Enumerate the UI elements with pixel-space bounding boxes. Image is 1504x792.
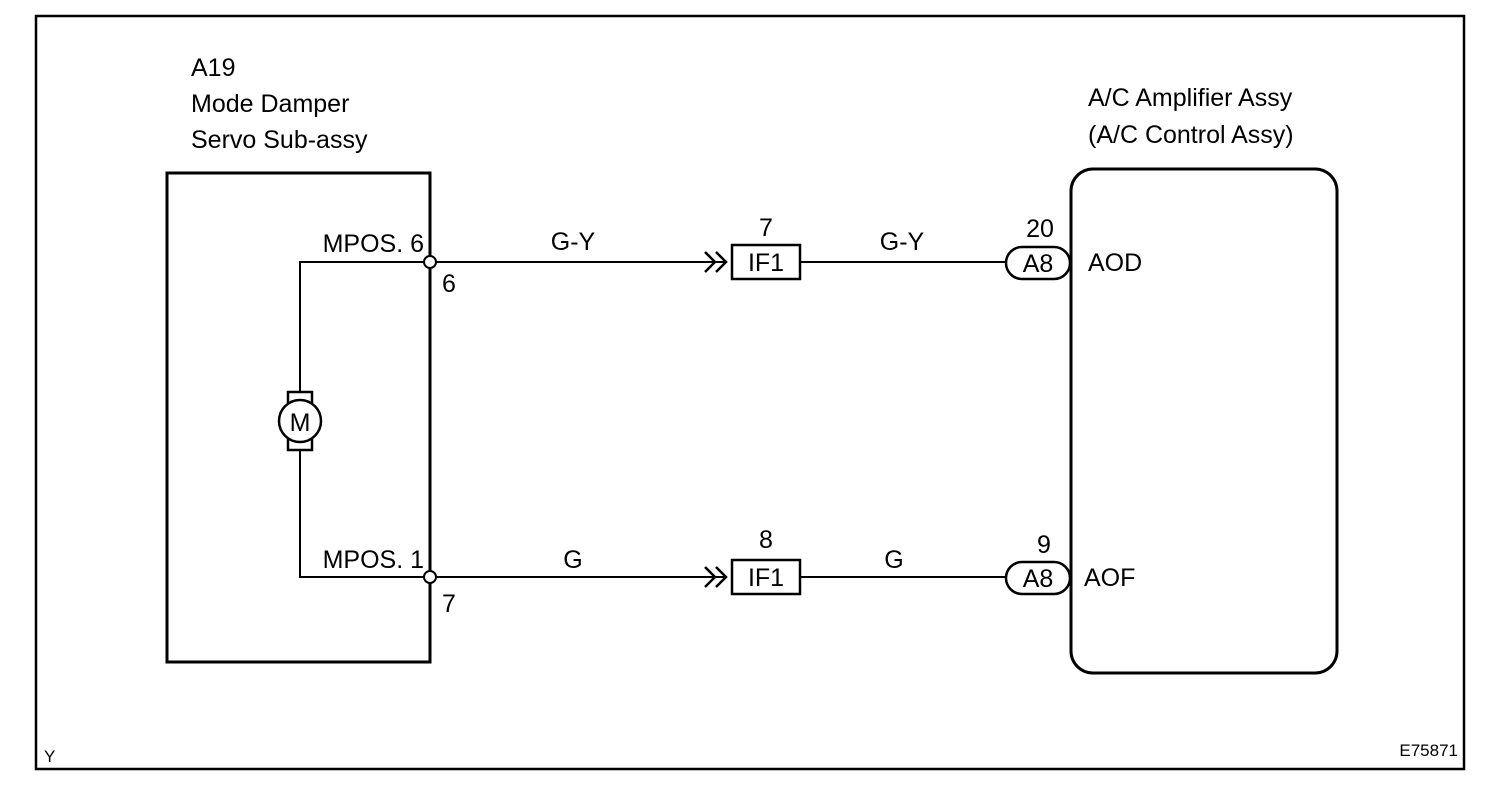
connector-arrow-icon (715, 566, 728, 588)
footer-right-code: E75871 (1399, 741, 1458, 760)
junction-label-bottom: IF1 (748, 564, 784, 592)
footer-left-code: Y (44, 747, 55, 766)
diagram-frame (34, 14, 1466, 771)
internal-wire-bottom (299, 450, 426, 578)
connector-arrow-icon (704, 251, 717, 273)
terminal-label-aof: AOF (1084, 564, 1135, 592)
left-component-name-line1: Mode Damper (191, 90, 349, 118)
wire-color-top-right: G-Y (880, 228, 925, 256)
connector-a8-top (1004, 245, 1072, 281)
terminal-label-aod: AOD (1088, 249, 1142, 277)
connector-pin-bottom: 9 (1037, 531, 1051, 559)
pin-label-mpos6: MPOS. 6 (323, 230, 424, 258)
pin-number-top: 6 (442, 270, 456, 298)
connector-arrow-icon (704, 566, 717, 588)
junction-pin-bottom: 8 (759, 526, 773, 554)
pin-terminal-top (423, 255, 437, 269)
motor-icon: M (277, 390, 323, 452)
motor-symbol-label: M (290, 409, 311, 437)
connector-label-top: A8 (1023, 250, 1054, 278)
connector-pin-top: 20 (1026, 215, 1054, 243)
right-component-box (1069, 167, 1339, 675)
junction-pin-top: 7 (759, 214, 773, 242)
right-component-name-line2: (A/C Control Assy) (1088, 121, 1294, 149)
junction-box-top (730, 243, 802, 281)
pin-terminal-bottom (423, 570, 437, 584)
internal-wire-top (299, 261, 426, 392)
wire-color-top-left: G-Y (551, 228, 596, 256)
left-component-name-line2: Servo Sub-assy (191, 126, 368, 154)
pin-label-mpos1: MPOS. 1 (323, 546, 424, 574)
pin-number-bottom: 7 (442, 590, 456, 618)
left-component-ref: A19 (191, 54, 235, 82)
left-component-box (165, 171, 432, 664)
connector-label-bottom: A8 (1023, 565, 1054, 593)
connector-arrow-icon (715, 251, 728, 273)
right-component-name-line1: A/C Amplifier Assy (1088, 84, 1293, 112)
junction-label-top: IF1 (748, 249, 784, 277)
connector-a8-bottom (1004, 560, 1072, 596)
wire-color-bottom-right: G (884, 546, 903, 574)
wire-color-bottom-left: G (563, 546, 582, 574)
